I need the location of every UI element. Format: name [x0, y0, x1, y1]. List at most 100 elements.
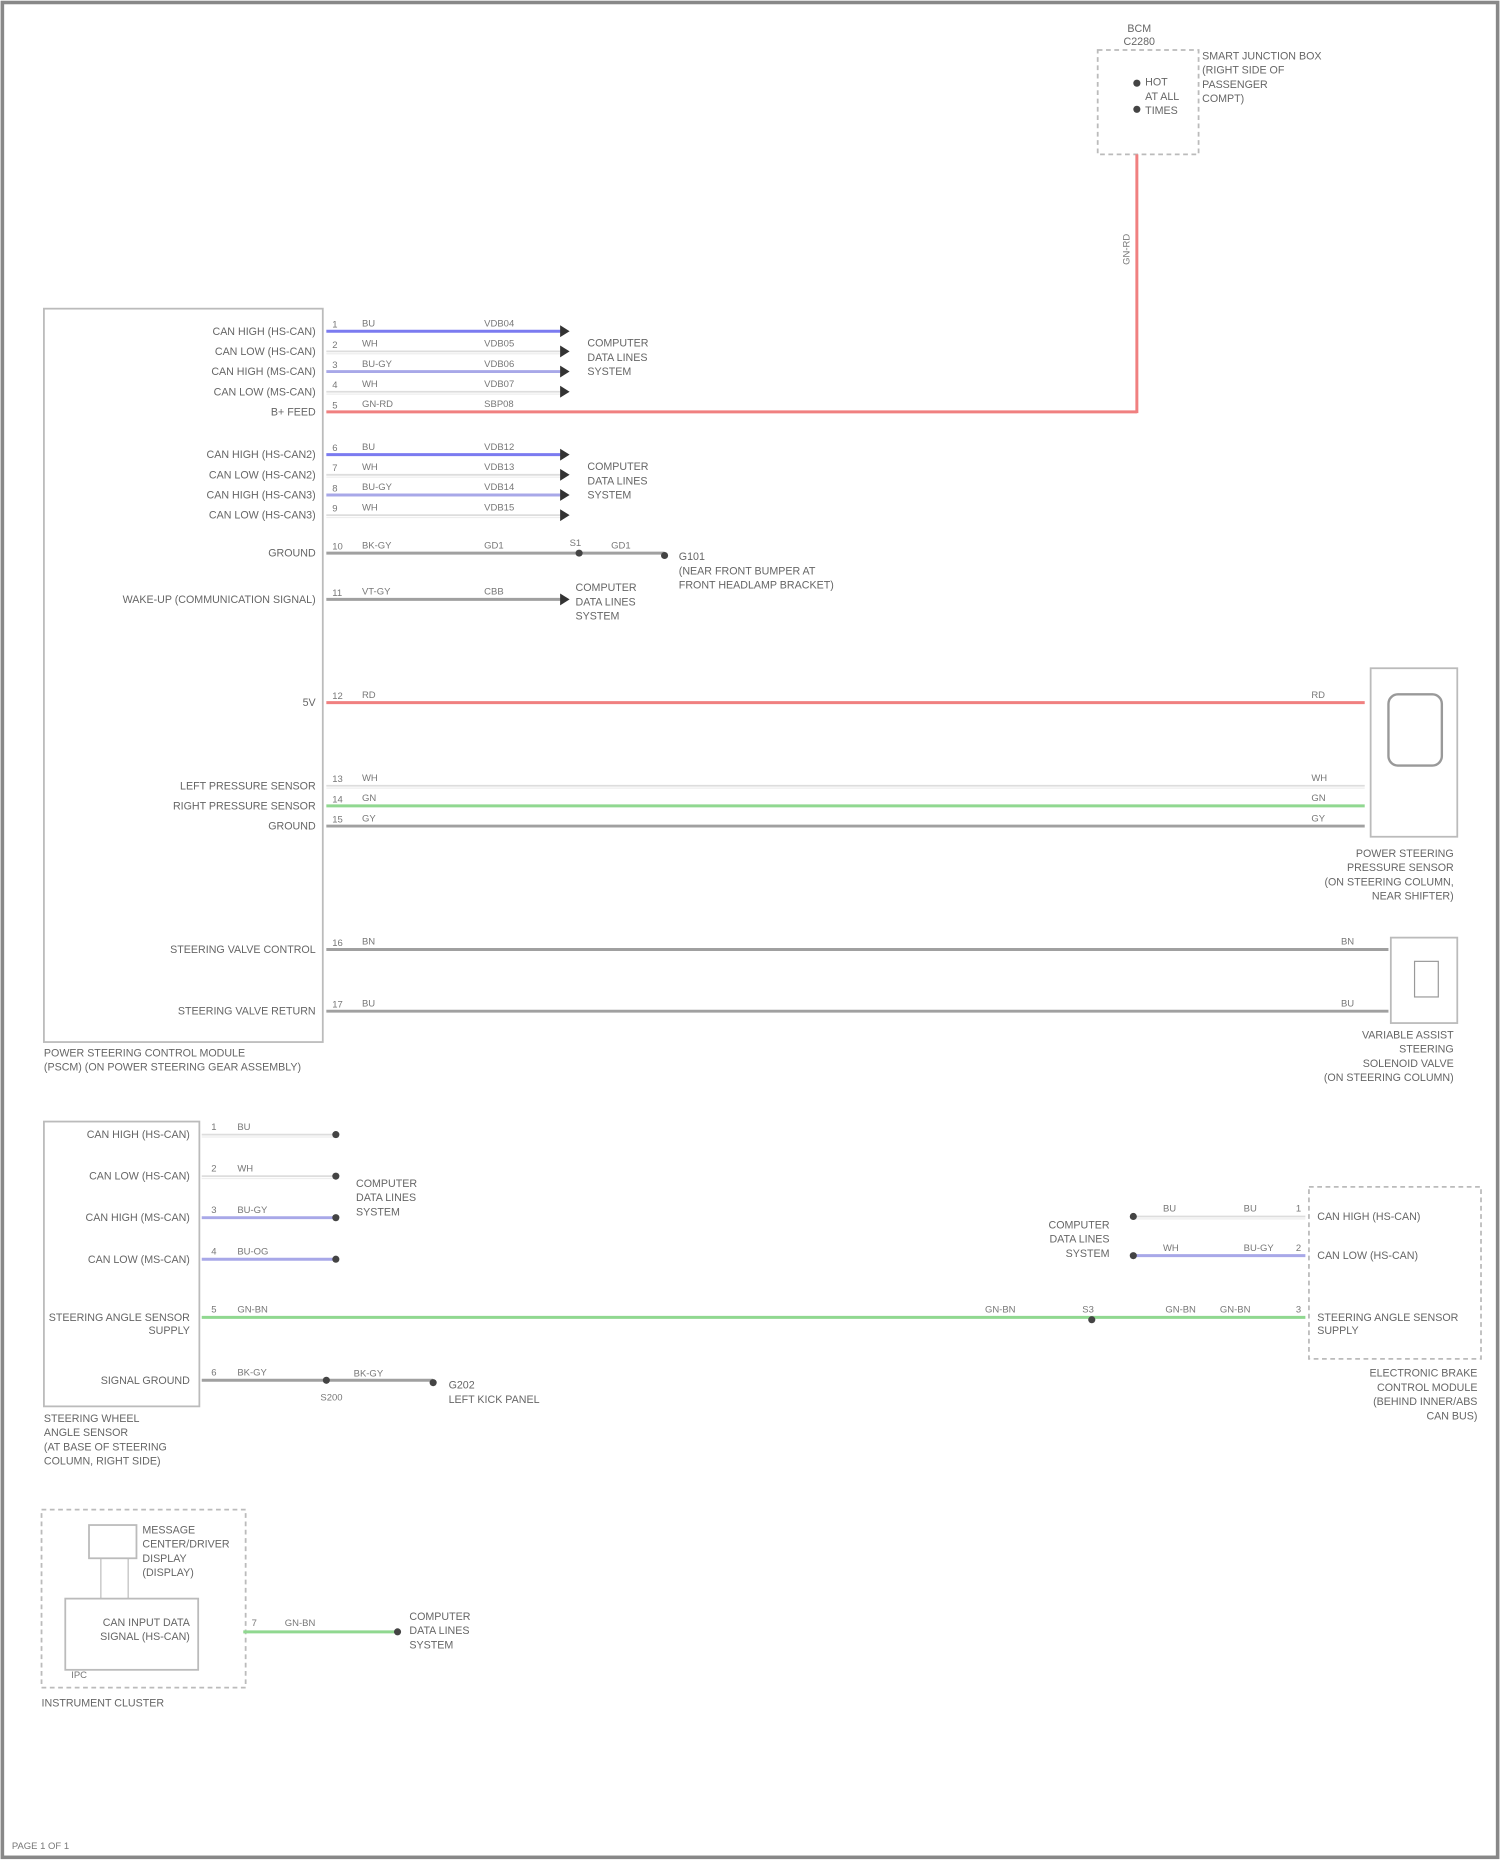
circuit-label: GD1: [611, 540, 631, 551]
sas-pin-number: 1: [211, 1122, 216, 1133]
wire-color-label: WH: [362, 379, 378, 390]
wire-color-label: GY: [1311, 813, 1325, 824]
connector-arrow: [560, 593, 569, 605]
pscm-pin-label: CAN LOW (HS-CAN3): [209, 510, 316, 522]
pscm-pin-label: 5V: [303, 697, 317, 709]
bcm-label: (RIGHT SIDE OF: [1202, 65, 1285, 77]
solenoid-valve-label: SOLENOID VALVE: [1363, 1058, 1454, 1070]
wire-color-label: GN-BN: [1220, 1305, 1251, 1316]
pressure-sensor-label: POWER STEERING: [1356, 848, 1454, 860]
pscm-pin-number: 17: [332, 1000, 343, 1011]
circuit-label: VDB04: [484, 318, 514, 329]
bcm-header: C2280: [1124, 36, 1156, 48]
can-input-label: SIGNAL (HS-CAN): [100, 1631, 190, 1643]
solenoid-valve-box: [1391, 938, 1457, 1023]
wire-color-label: GN-RD: [362, 399, 393, 410]
brake-module-label: CAN BUS): [1426, 1410, 1477, 1422]
bcm-pin-label: TIMES: [1145, 105, 1178, 117]
pin-number: 1: [1296, 1204, 1301, 1215]
circuit-label: BK-GY: [354, 1369, 384, 1380]
pscm-pin-number: 11: [332, 588, 342, 599]
ground-label: LEFT KICK PANEL: [449, 1394, 540, 1406]
pscm-pin-label: CAN LOW (HS-CAN2): [209, 469, 316, 481]
pscm-pin-label: RIGHT PRESSURE SENSOR: [173, 800, 316, 812]
pscm-pin-label: CAN HIGH (HS-CAN): [212, 326, 315, 338]
solenoid-valve-label: (ON STEERING COLUMN): [1324, 1072, 1454, 1084]
pscm-label: (PSCM) (ON POWER STEERING GEAR ASSEMBLY): [44, 1062, 301, 1074]
connector-arrow: [560, 366, 569, 378]
brake-module-pin-label: STEERING ANGLE SENSORSUPPLY: [1317, 1312, 1458, 1337]
dest-label: DATA LINES: [576, 596, 636, 608]
splice-label: S3: [1082, 1305, 1094, 1316]
pin-number: 2: [1296, 1243, 1301, 1254]
connector-dot: [394, 1628, 401, 1635]
connector-arrow: [560, 489, 569, 501]
pscm-pin-label: GROUND: [268, 548, 316, 560]
wire-color-label: BU: [362, 442, 375, 453]
dest-label: SYSTEM: [576, 611, 620, 623]
dest-label: SYSTEM: [587, 366, 631, 378]
dest-label: SYSTEM: [356, 1206, 400, 1218]
sas-pin-number: 4: [211, 1246, 216, 1257]
connector-dot: [332, 1214, 339, 1221]
wire-color-label: GN-BN: [985, 1305, 1016, 1316]
bcm-label: PASSENGER: [1202, 79, 1268, 91]
page-footer: PAGE 1 OF 1: [12, 1841, 69, 1852]
wire-color-label: BU-OG: [237, 1246, 268, 1257]
wire-color-label: GN: [1311, 793, 1325, 804]
pin-number: 7: [252, 1618, 257, 1629]
connector-dot: [1130, 1213, 1137, 1220]
connector-dot: [332, 1131, 339, 1138]
dest-label: COMPUTER: [576, 582, 637, 594]
display-label: DISPLAY: [142, 1553, 186, 1565]
circuit-label: VDB05: [484, 339, 514, 350]
sas-label: STEERING WHEEL: [44, 1413, 140, 1425]
pscm-pin-number: 2: [332, 340, 337, 351]
connector-arrow: [560, 386, 569, 398]
dest-label: COMPUTER: [1048, 1219, 1109, 1231]
pscm-pin-label: CAN HIGH (MS-CAN): [211, 366, 315, 378]
splice-dot: [323, 1377, 330, 1384]
pscm-box: [44, 309, 323, 1042]
connector-arrow: [560, 345, 569, 357]
splice-label: S1: [570, 538, 582, 549]
splice-dot: [576, 550, 583, 557]
bcm-pin-label: AT ALL: [1145, 91, 1179, 103]
dest-label: COMPUTER: [356, 1178, 417, 1190]
connector-dot: [332, 1173, 339, 1180]
pscm-pin-number: 13: [332, 774, 343, 785]
dest-label: SYSTEM: [587, 490, 631, 502]
wire-color-label: RD: [362, 690, 376, 701]
wire-color-label: WH: [1163, 1243, 1179, 1254]
wire-color-label: BU: [362, 998, 375, 1009]
ground-dot: [661, 552, 668, 559]
brake-module-label: CONTROL MODULE: [1377, 1382, 1477, 1394]
brake-module-pin-label: CAN LOW (HS-CAN): [1317, 1250, 1418, 1262]
wire-color-label: GY: [362, 813, 376, 824]
display-box: [89, 1525, 136, 1558]
circuit-label: SBP08: [484, 399, 514, 410]
bcm-label: COMPT): [1202, 93, 1244, 105]
instrument-cluster-label: INSTRUMENT CLUSTER: [42, 1698, 165, 1710]
pressure-sensor-label: (ON STEERING COLUMN,: [1324, 876, 1453, 888]
dest-label: DATA LINES: [409, 1625, 469, 1637]
connector-arrow: [560, 469, 569, 481]
dest-label: SYSTEM: [409, 1639, 453, 1651]
wire-color-label: WH: [237, 1163, 253, 1174]
sas-pin-label: CAN HIGH (MS-CAN): [86, 1212, 190, 1224]
wire-color-label: GN: [362, 793, 376, 804]
circuit-label: VDB13: [484, 462, 514, 473]
sas-label: COLUMN, RIGHT SIDE): [44, 1456, 161, 1468]
sas-pin-number: 2: [211, 1163, 216, 1174]
wire-color-label: VT-GY: [362, 587, 391, 598]
circuit-label: VDB12: [484, 442, 514, 453]
pscm-pin-label: GROUND: [268, 821, 316, 833]
wire-color-label: BN: [1341, 937, 1354, 948]
ground-label: G101: [679, 551, 705, 563]
circuit-label: GN-BN: [1165, 1305, 1196, 1316]
pscm-pin-number: 14: [332, 794, 343, 805]
pscm-pin-label: LEFT PRESSURE SENSOR: [180, 780, 316, 792]
dest-label: DATA LINES: [1049, 1234, 1109, 1246]
brake-module-label: ELECTRONIC BRAKE: [1370, 1368, 1478, 1380]
